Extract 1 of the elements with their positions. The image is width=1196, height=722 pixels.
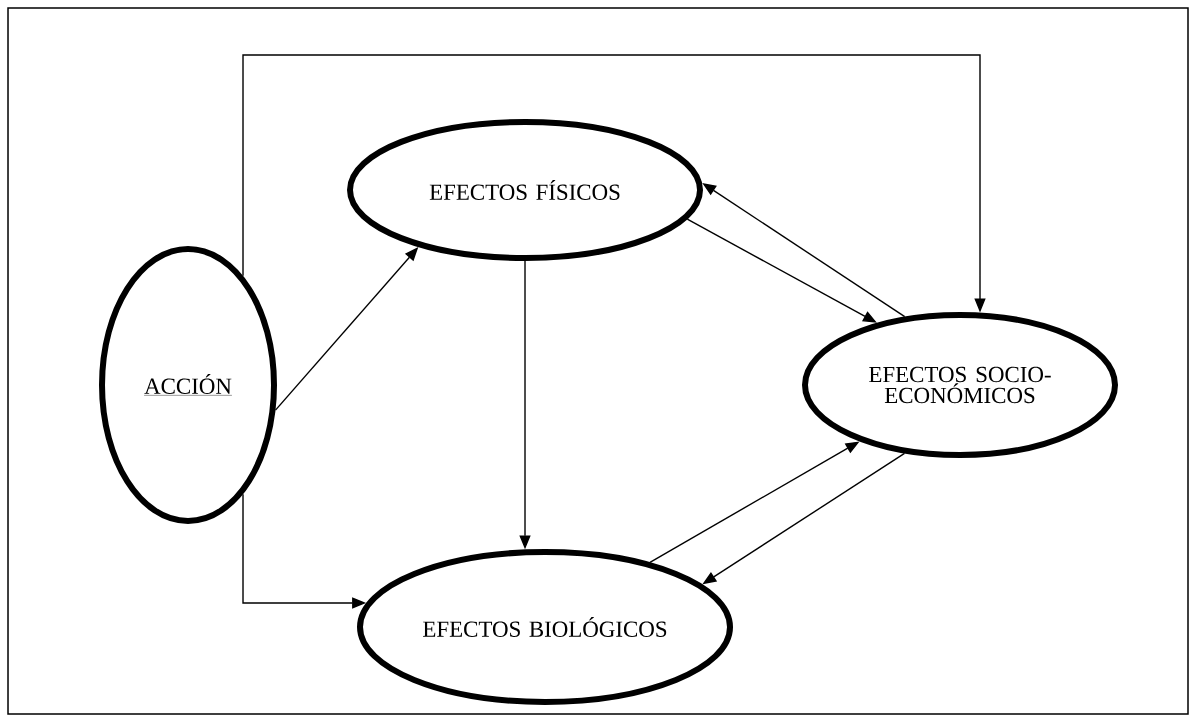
arrow <box>686 218 877 323</box>
